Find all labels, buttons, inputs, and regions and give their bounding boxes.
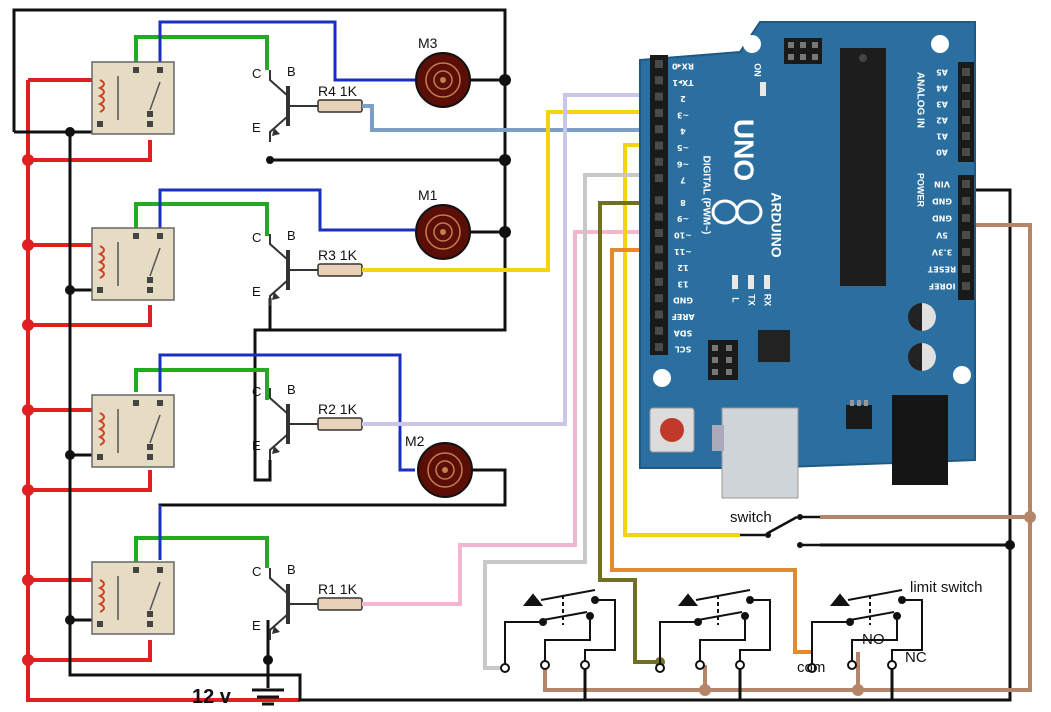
power-pin-label: GND — [932, 197, 952, 206]
led-label-rx: RX — [763, 294, 773, 307]
digital-pin-label: ~6 — [676, 159, 689, 168]
led-label-tx: TX — [747, 294, 757, 306]
blue-wires — [158, 20, 415, 560]
toggle-switch — [740, 515, 820, 547]
motor-label-m1: M1 — [418, 187, 438, 203]
transistor-pin-c: C — [252, 66, 261, 81]
ground-icon — [252, 675, 284, 706]
digital-pin-label: SCL — [675, 345, 692, 354]
digital-pin-label: RX◂0 — [672, 62, 694, 71]
digital-pin-label: ~11 — [674, 247, 692, 256]
com-label: com — [797, 659, 825, 676]
analog-pin-label: A4 — [936, 84, 948, 93]
transistor-q3: C B E — [252, 228, 300, 306]
toggle-switch-contacts — [765, 514, 803, 548]
power-pin-label: VIN — [934, 180, 950, 189]
analog-pin-label: A5 — [936, 68, 948, 77]
digital-pin-label: GND — [673, 296, 693, 305]
resistor-leads — [300, 105, 318, 605]
led-label-l: L — [731, 297, 741, 303]
digital-pin-label: 8 — [680, 198, 686, 207]
resistor-label-r3: R3 1K — [318, 247, 358, 263]
power-pin-label: 5V — [935, 231, 948, 240]
resistor-label-r1: R1 1K — [318, 581, 358, 597]
signal-junctions — [655, 511, 1036, 696]
relays — [91, 61, 175, 635]
red-junctions — [22, 154, 34, 666]
on-led-label: ON — [753, 63, 763, 77]
transistor-pin-b: B — [287, 382, 296, 397]
digital-pin-label: 13 — [677, 279, 688, 288]
resistor-label-r4: R4 1K — [318, 83, 358, 99]
transistor-pin-e: E — [252, 120, 261, 135]
analog-pin-label: A0 — [936, 148, 948, 157]
transistor-pin-e: E — [252, 284, 261, 299]
board-model-label: UNO — [729, 119, 760, 181]
motor-m2 — [417, 442, 473, 498]
power-pin-label: GND — [932, 214, 952, 223]
digital-pin-label: ~9 — [676, 214, 689, 223]
digital-pin-label: AREF — [671, 312, 694, 321]
digital-pin-label: 4 — [680, 127, 686, 136]
nc-label: NC — [905, 649, 927, 666]
digital-pin-label: 2 — [680, 94, 686, 103]
power-pin-label: 3.3V — [931, 248, 952, 257]
transistor-q2: C B E — [252, 382, 300, 460]
resistor-label-r2: R2 1K — [318, 401, 358, 417]
transistor-pin-c: C — [252, 564, 261, 579]
limit-switch-3 — [807, 589, 923, 700]
transistor-q1: C B E — [252, 562, 300, 640]
analog-pin-label: A1 — [936, 132, 948, 141]
digital-pin-label: ~3 — [677, 110, 689, 119]
power-label: 12 v — [192, 686, 232, 708]
digital-pin-label: SDA — [673, 328, 692, 337]
power-pin-label: RESET — [927, 265, 956, 274]
power-header-label: POWER — [916, 173, 926, 208]
transistor-pin-c: C — [252, 384, 261, 399]
transistor-pin-e: E — [252, 618, 261, 633]
digital-pin-label: ~10 — [674, 231, 692, 240]
motor-m3 — [415, 52, 471, 108]
motor-label-m2: M2 — [405, 433, 425, 449]
limit-switch-1 — [500, 589, 616, 700]
relay-3 — [91, 227, 175, 301]
transistor-q4: C B E — [252, 64, 300, 142]
transistors: C B E C B E C B E C B E — [252, 64, 300, 640]
limit-switches — [500, 589, 923, 700]
relay-4 — [91, 61, 175, 135]
transistor-pin-b: B — [287, 562, 296, 577]
transistor-pin-b: B — [287, 64, 296, 79]
motor-m1 — [415, 204, 471, 260]
digital-header-label: DIGITAL (PWM~) — [700, 156, 711, 235]
green-wires — [134, 35, 269, 568]
digital-pin-label: 12 — [677, 263, 688, 272]
analog-pin-label: A2 — [936, 116, 948, 125]
digital-pin-label: TX▸1 — [672, 78, 694, 87]
switch-label: switch — [730, 509, 772, 526]
arduino-labels: RX◂0TX▸12~34~5~678~9~10~111213GNDAREFSDA… — [671, 62, 956, 354]
board-brand-label: ARDUINO — [768, 192, 784, 257]
signal-wires — [362, 93, 1032, 692]
digital-pin-label: ~5 — [676, 143, 689, 152]
transistor-pin-c: C — [252, 230, 261, 245]
arduino-board — [639, 21, 976, 499]
analog-pin-label: A3 — [936, 100, 948, 109]
motor-label-m3: M3 — [418, 35, 438, 51]
no-label: NO — [862, 631, 885, 648]
relay-1 — [91, 561, 175, 635]
relay-2 — [91, 394, 175, 468]
limit-switch-label: limit switch — [910, 579, 983, 596]
digital-pin-label: 7 — [680, 176, 686, 185]
analog-header-label: ANALOG IN — [914, 72, 925, 128]
limit-switch-2 — [655, 589, 771, 700]
transistor-pin-b: B — [287, 228, 296, 243]
transistor-pin-e: E — [252, 438, 261, 453]
power-pin-label: IOREF — [929, 282, 956, 291]
black-junctions — [65, 74, 1015, 665]
